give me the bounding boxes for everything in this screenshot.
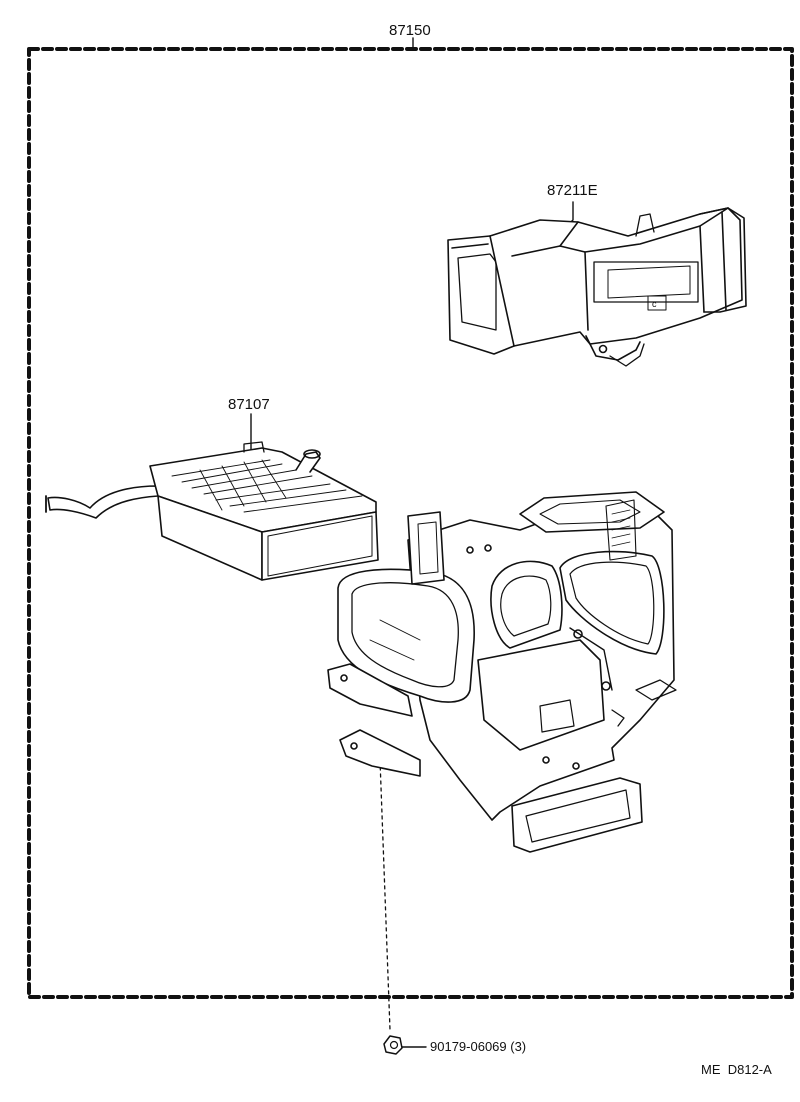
- label-air-duct-87211e: 87211E: [547, 182, 598, 199]
- label-assembly-87150: 87150: [389, 22, 431, 39]
- label-heater-core-87107: 87107: [228, 396, 270, 413]
- air-duct-drawing: c: [447, 207, 747, 367]
- heater-housing-drawing: [327, 491, 677, 853]
- screw-drawing: [383, 1035, 403, 1055]
- label-screw-90179-06069: 90179-06069 (3): [430, 1039, 527, 1054]
- heater-core-drawing: [45, 441, 379, 581]
- svg-text:c: c: [652, 299, 657, 309]
- assembly-boundary: [27, 47, 794, 999]
- diagram-code: ME D812-A: [701, 1062, 772, 1077]
- screw-mount-line: [379, 759, 391, 1031]
